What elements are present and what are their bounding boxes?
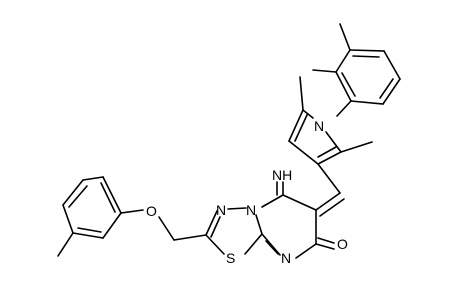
bond bbox=[282, 194, 317, 211]
bond bbox=[102, 212, 122, 239]
thiadiazole-sulfur-label: S bbox=[226, 250, 235, 266]
bond bbox=[68, 185, 88, 208]
bond bbox=[335, 71, 352, 102]
bond bbox=[255, 214, 263, 235]
bond bbox=[82, 176, 104, 181]
bond bbox=[57, 232, 74, 257]
bond bbox=[350, 100, 384, 105]
bond bbox=[77, 227, 102, 233]
thiadiazole-nitrogen-2-label: N bbox=[246, 202, 256, 218]
bond bbox=[261, 194, 284, 208]
atom-label-layer: O N N S N O NH N bbox=[146, 118, 348, 266]
bond bbox=[100, 182, 116, 213]
bond bbox=[339, 23, 351, 51]
bond bbox=[312, 69, 337, 73]
bond bbox=[210, 216, 221, 238]
bond bbox=[319, 198, 345, 217]
bond bbox=[205, 210, 218, 236]
bond bbox=[205, 234, 225, 255]
bond bbox=[379, 78, 394, 99]
bond bbox=[341, 72, 356, 97]
bond bbox=[227, 207, 247, 210]
bond bbox=[62, 204, 74, 234]
bond-layer bbox=[57, 23, 401, 259]
bond bbox=[72, 232, 104, 239]
bond bbox=[349, 49, 385, 52]
bond bbox=[62, 179, 84, 206]
bond bbox=[317, 151, 342, 165]
imine-nh-label: NH bbox=[272, 167, 292, 183]
bond bbox=[335, 49, 351, 73]
bond bbox=[102, 176, 122, 214]
bond bbox=[315, 243, 335, 250]
bond bbox=[294, 114, 308, 142]
bond bbox=[383, 50, 401, 80]
bond bbox=[288, 140, 319, 165]
bond bbox=[120, 209, 144, 214]
bond bbox=[158, 216, 175, 241]
pyrrole-nitrogen-label: N bbox=[314, 118, 324, 134]
bond bbox=[288, 109, 304, 142]
ether-oxygen-label: O bbox=[146, 203, 157, 219]
bond bbox=[302, 109, 314, 119]
bond bbox=[317, 163, 341, 194]
bond bbox=[325, 131, 342, 153]
carbonyl-oxygen-label: O bbox=[337, 236, 348, 252]
bond bbox=[261, 233, 281, 256]
bond bbox=[299, 76, 304, 111]
pyrimidine-nitrogen-label: N bbox=[281, 250, 291, 266]
bond bbox=[265, 240, 279, 255]
bond bbox=[352, 55, 380, 58]
bond bbox=[382, 78, 401, 105]
bond bbox=[317, 146, 337, 158]
thiadiazole-nitrogen-1-label: N bbox=[216, 202, 226, 218]
bond bbox=[317, 237, 335, 244]
bond bbox=[336, 100, 352, 117]
bond bbox=[244, 233, 263, 255]
bond bbox=[173, 234, 207, 241]
bond bbox=[315, 192, 341, 211]
bond bbox=[295, 243, 317, 259]
bond bbox=[340, 141, 373, 153]
